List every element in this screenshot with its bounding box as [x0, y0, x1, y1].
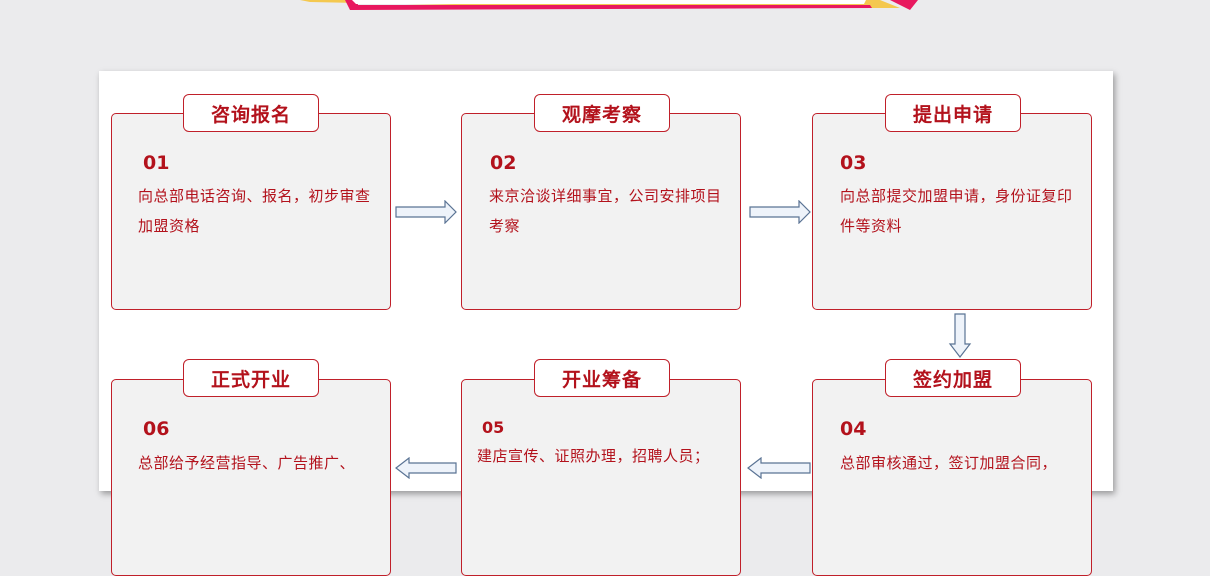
step-number-3: 03	[840, 152, 867, 174]
step-description-5: 建店宣传、证照办理，招聘人员；	[477, 447, 710, 465]
step-number-5: 05	[482, 418, 505, 437]
step-title-6: 正式开业	[183, 359, 319, 397]
banner-decoration	[300, 0, 918, 10]
arrow-down-3-4	[948, 313, 972, 358]
step-description-3: 向总部提交加盟申请，身份证复印件等资料	[840, 187, 1073, 235]
step-description-1: 向总部电话咨询、报名，初步审查加盟资格	[138, 187, 371, 235]
step-description-4: 总部审核通过，签订加盟合同，	[840, 454, 1058, 472]
arrow-right-2-3	[749, 200, 811, 224]
step-description-2: 来京洽谈详细事宜，公司安排项目考察	[489, 187, 722, 235]
step-title-1: 咨询报名	[183, 94, 319, 132]
step-title-2: 观摩考察	[534, 94, 670, 132]
step-title-5: 开业筹备	[534, 359, 670, 397]
arrow-left-4-5	[747, 457, 811, 479]
step-number-2: 02	[490, 152, 517, 174]
arrow-right-1-2	[395, 200, 457, 224]
step-box-3	[812, 113, 1092, 310]
step-number-4: 04	[840, 418, 867, 440]
step-number-6: 06	[143, 418, 170, 440]
step-box-2	[461, 113, 741, 310]
step-description-6: 总部给予经营指导、广告推广、	[138, 454, 356, 472]
arrow-left-5-6	[395, 457, 457, 479]
step-number-1: 01	[143, 152, 170, 174]
step-title-4: 签约加盟	[885, 359, 1021, 397]
flow-card: 咨询报名 01 向总部电话咨询、报名，初步审查加盟资格 观摩考察 02 来京洽谈…	[99, 71, 1113, 576]
step-title-3: 提出申请	[885, 94, 1021, 132]
